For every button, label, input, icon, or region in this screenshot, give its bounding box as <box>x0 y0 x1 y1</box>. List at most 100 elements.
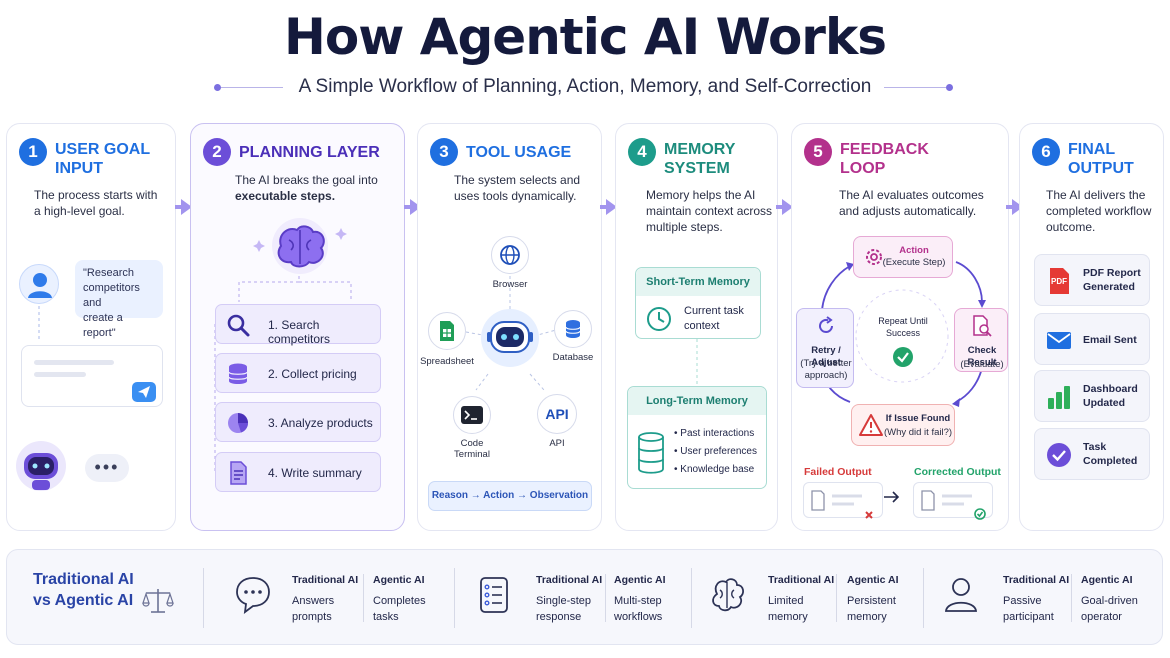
step-title-line: SYSTEM <box>664 160 730 177</box>
output-label: Dashboard Updated <box>1083 382 1138 410</box>
search-icon <box>227 314 250 337</box>
comparison-line: memory <box>768 611 808 623</box>
long-term-memory-title: Long-Term Memory <box>628 387 766 415</box>
browser-tool[interactable] <box>491 236 529 274</box>
memory-connector <box>696 339 698 387</box>
terminal-tool[interactable] <box>453 396 491 434</box>
comparison-head-traditional: Traditional AI <box>292 574 359 586</box>
comparison-value-agentic: Goal-driven operator <box>1081 593 1138 625</box>
step-card-feedback-loop: 5 FEEDBACK LOOP The AI evaluates outcome… <box>791 123 1009 531</box>
comparison-head-agentic: Agentic AI <box>614 574 666 586</box>
step-description: The AI breaks the goal into executable s… <box>235 172 378 204</box>
comparison-title-line: Traditional AI <box>33 571 134 588</box>
long-term-memory-list: • Past interactions • User preferences •… <box>674 425 757 479</box>
short-term-memory-box: Short-Term Memory Current task context <box>635 267 761 339</box>
node-title: Check Result <box>967 345 997 368</box>
comparison-line: Persistent <box>847 595 896 607</box>
subtitle-right-line <box>884 87 946 88</box>
tool-label-line: Terminal <box>454 449 490 460</box>
comparison-value-traditional: Answers prompts <box>292 593 334 625</box>
step-number-badge: 3 <box>430 138 458 166</box>
step-card-memory: 4 MEMORY SYSTEM Memory helps the AI main… <box>615 123 778 531</box>
node-title: Action <box>899 245 929 256</box>
subtitle-left-line <box>221 87 283 88</box>
flow-arrow <box>175 199 192 215</box>
tool-label-line: Code <box>460 438 484 449</box>
mem-list-item: • Past interactions <box>674 428 755 439</box>
output-dashboard-updated[interactable]: Dashboard Updated <box>1034 370 1150 422</box>
send-button[interactable] <box>132 382 156 402</box>
api-tool[interactable]: API <box>537 394 577 434</box>
step-number-badge: 6 <box>1032 138 1060 166</box>
success-check-icon <box>893 347 913 367</box>
database-tool[interactable] <box>554 310 592 348</box>
corrected-document-icon <box>921 490 986 520</box>
step-title-line: INPUT <box>55 160 103 177</box>
loop-center-text: Repeat Until Success <box>866 315 940 339</box>
mem-item-text: User preferences <box>680 446 757 457</box>
step-card-user-goal: 1 USER GOAL INPUT The process starts wit… <box>6 123 176 531</box>
step-title: TOOL USAGE <box>466 144 572 161</box>
bar-chart-icon <box>1048 386 1070 409</box>
flow-arrow <box>776 199 793 215</box>
output-email-sent[interactable]: Email Sent <box>1034 313 1150 365</box>
desc-line: and adjusts automatically. <box>839 204 977 218</box>
pdf-icon-shape <box>1050 268 1069 294</box>
scale-icon <box>142 589 174 613</box>
comparison-divider <box>203 568 204 628</box>
page-subtitle: A Simple Workflow of Planning, Action, M… <box>298 76 872 97</box>
clock-icon <box>647 307 671 331</box>
comparison-line: Multi-step <box>614 595 662 607</box>
step-number-badge: 2 <box>203 138 231 166</box>
desc-line: maintain context across <box>646 204 773 218</box>
check-circle-icon <box>1047 443 1071 467</box>
comparison-line: Answers <box>292 595 335 607</box>
warning-icon <box>859 414 883 436</box>
plan-step-item[interactable]: 3. Analyze products <box>215 402 381 442</box>
document-icon <box>230 461 247 485</box>
node-title: If Issue Found <box>885 413 951 424</box>
center-line: Success <box>885 328 920 338</box>
desc-line: The AI breaks the goal into <box>235 173 378 187</box>
pie-chart-icon <box>228 413 248 433</box>
failed-output-card <box>803 482 883 519</box>
step-card-tool-usage: 3 TOOL USAGE The system selects and uses… <box>417 123 602 531</box>
comparison-line: Goal-driven <box>1081 595 1138 607</box>
output-task-completed[interactable]: Task Completed <box>1034 428 1150 480</box>
plan-step-item[interactable]: 2. Collect pricing <box>215 353 381 393</box>
prompt-input[interactable] <box>21 345 163 407</box>
storage-stack-icon <box>638 432 664 474</box>
comparison-divider <box>923 568 924 628</box>
comparison-head-agentic: Agentic AI <box>1081 574 1133 586</box>
step-title-line: FINAL <box>1068 141 1116 158</box>
corrected-output-label: Corrected Output <box>914 466 1001 478</box>
step-title-line: USER GOAL <box>55 141 151 158</box>
desc-line: The AI delivers the <box>1046 188 1146 202</box>
comparison-title: Traditional AI vs Agentic AI <box>33 569 134 611</box>
plan-step-item[interactable]: 4. Write summary <box>215 452 381 492</box>
comparison-line: operator <box>1081 611 1122 623</box>
chat-bubble-icon <box>236 577 270 614</box>
plan-step-item[interactable]: 1. Search competitors <box>215 304 381 346</box>
typing-indicator: ••• <box>85 454 129 482</box>
output-label: Task Completed <box>1083 440 1137 468</box>
step-description: The AI evaluates outcomes and adjusts au… <box>839 187 984 219</box>
tool-label: Code Terminal <box>446 438 498 460</box>
comparison-divider <box>1071 574 1072 622</box>
spreadsheet-tool[interactable] <box>428 312 466 350</box>
desc-line: The system selects and <box>454 173 581 187</box>
subtitle-right-dot <box>946 84 953 91</box>
goal-bubble: "Research competitors and create a repor… <box>75 260 163 339</box>
output-pdf-report[interactable]: PDF PDF Report Generated <box>1034 254 1150 306</box>
comparison-line: Completes <box>373 595 426 607</box>
plan-step-label: 4. Write summary <box>268 466 362 480</box>
mem-list-item: • Knowledge base <box>674 464 755 475</box>
desc-line: The process starts with <box>34 188 158 202</box>
tool-label: API <box>549 438 565 449</box>
mem-item-text: Knowledge base <box>680 464 755 475</box>
step-title: FEEDBACK LOOP <box>840 140 929 178</box>
comparison-line: Limited <box>768 595 804 607</box>
desc-line: outcome. <box>1046 220 1096 234</box>
bubble-line: competitors and <box>83 282 140 309</box>
mem-line: Current task <box>684 305 744 317</box>
